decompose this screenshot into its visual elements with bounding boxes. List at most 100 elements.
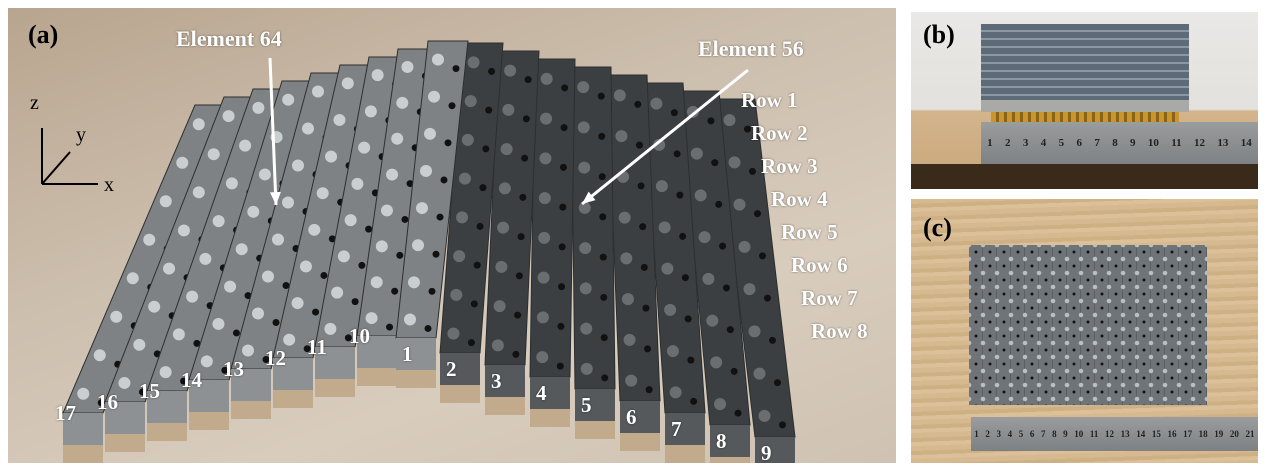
element-dome [93,349,106,362]
element-dome [540,72,553,85]
element-dome [580,322,593,335]
ruler-tick-label: 8 [1052,429,1057,439]
element-dome [623,333,636,346]
ruler-tick-label: 15 [1151,429,1161,439]
slab-number: 12 [265,346,286,370]
ruler-tick-label: 6 [1076,137,1082,149]
curved-array-photo [41,40,796,463]
element-dome [447,327,460,340]
element-dome [212,215,225,228]
element-dome [653,138,666,151]
element-dome [291,297,304,310]
slab-number: 14 [181,368,202,392]
element-dome [207,148,220,161]
element-56-label: Element 56 [698,36,804,61]
element-dome [458,172,471,185]
ruler-tick-label: 8 [1112,137,1118,149]
element-dome [502,103,515,116]
element-dome [262,270,274,283]
element-dome [758,409,771,422]
slab-7 [642,82,706,463]
ruler-tick-label: 20 [1229,429,1239,439]
slab-9 [714,98,796,463]
ruler-tick-label: 4 [1040,137,1047,149]
element-dome [292,159,304,172]
element-dome [159,366,172,379]
slab-number: 7 [671,417,682,441]
ruler-tick-label: 12 [1105,429,1115,439]
element-dome [706,314,719,327]
ruler-tick-label: 2 [985,429,990,439]
element-dome [370,276,383,289]
element-dome [698,231,711,244]
element-dome [655,180,668,193]
element-dome [176,156,189,169]
slab-number: 8 [716,429,727,453]
element-dome [316,187,329,200]
element-dome [738,240,751,253]
ruler-tick-label: 11 [1171,137,1182,149]
ruler-tick-label: 9 [1130,137,1136,149]
element-dome [386,168,399,181]
ruler-tick-label: 11 [1089,429,1099,439]
element-dome [495,260,508,273]
element-dome [225,177,238,190]
element-dome [714,398,727,411]
element-dome [661,262,674,275]
element-dome [432,53,444,66]
array-top-view [969,245,1207,405]
element-dome [658,221,671,234]
element-dome [498,182,511,195]
element-dome [412,239,424,252]
element-dome [192,118,205,131]
axis-y-label: y [76,124,86,146]
element-dome [618,211,631,224]
element-dome [364,105,377,118]
element-dome [192,186,205,199]
element-dome [408,276,420,289]
element-dome [401,60,414,73]
slab-number: 16 [97,390,118,414]
element-dome [77,387,90,400]
element-dome [666,345,679,358]
element-dome [578,161,591,174]
element-dome [358,141,371,154]
element-dome [416,202,428,215]
slab-6 [606,74,661,451]
element-dome [424,127,436,140]
slab-12 [272,64,381,408]
element-dome [615,130,628,143]
row-label: Row 4 [771,187,828,211]
ruler-tick-label: 21 [1245,429,1255,439]
element-dome [579,242,592,255]
element-dome [282,196,294,209]
element-dome [404,313,416,326]
element-dome [324,322,337,335]
row-label: Row 5 [781,220,838,244]
ruler-tick-label: 12 [1194,137,1206,149]
element-dome [371,69,384,82]
element-dome [247,205,260,218]
element-dome [159,195,172,208]
element-dome [258,168,271,181]
element-dome [133,338,146,351]
element-dome [539,152,552,165]
element-dome [242,344,254,357]
axes-icon [41,128,98,185]
array-base [981,100,1189,112]
element-dome [308,223,321,236]
element-dome [344,214,357,227]
row-label: Row 3 [761,154,818,178]
element-dome [538,231,551,244]
element-dome [686,105,699,118]
element-dome [118,376,131,389]
panel-a-label: (a) [28,20,59,49]
slab-number: 3 [491,369,502,393]
element-dome [391,132,404,145]
slab-number: 2 [446,357,457,381]
element-dome [461,133,474,146]
